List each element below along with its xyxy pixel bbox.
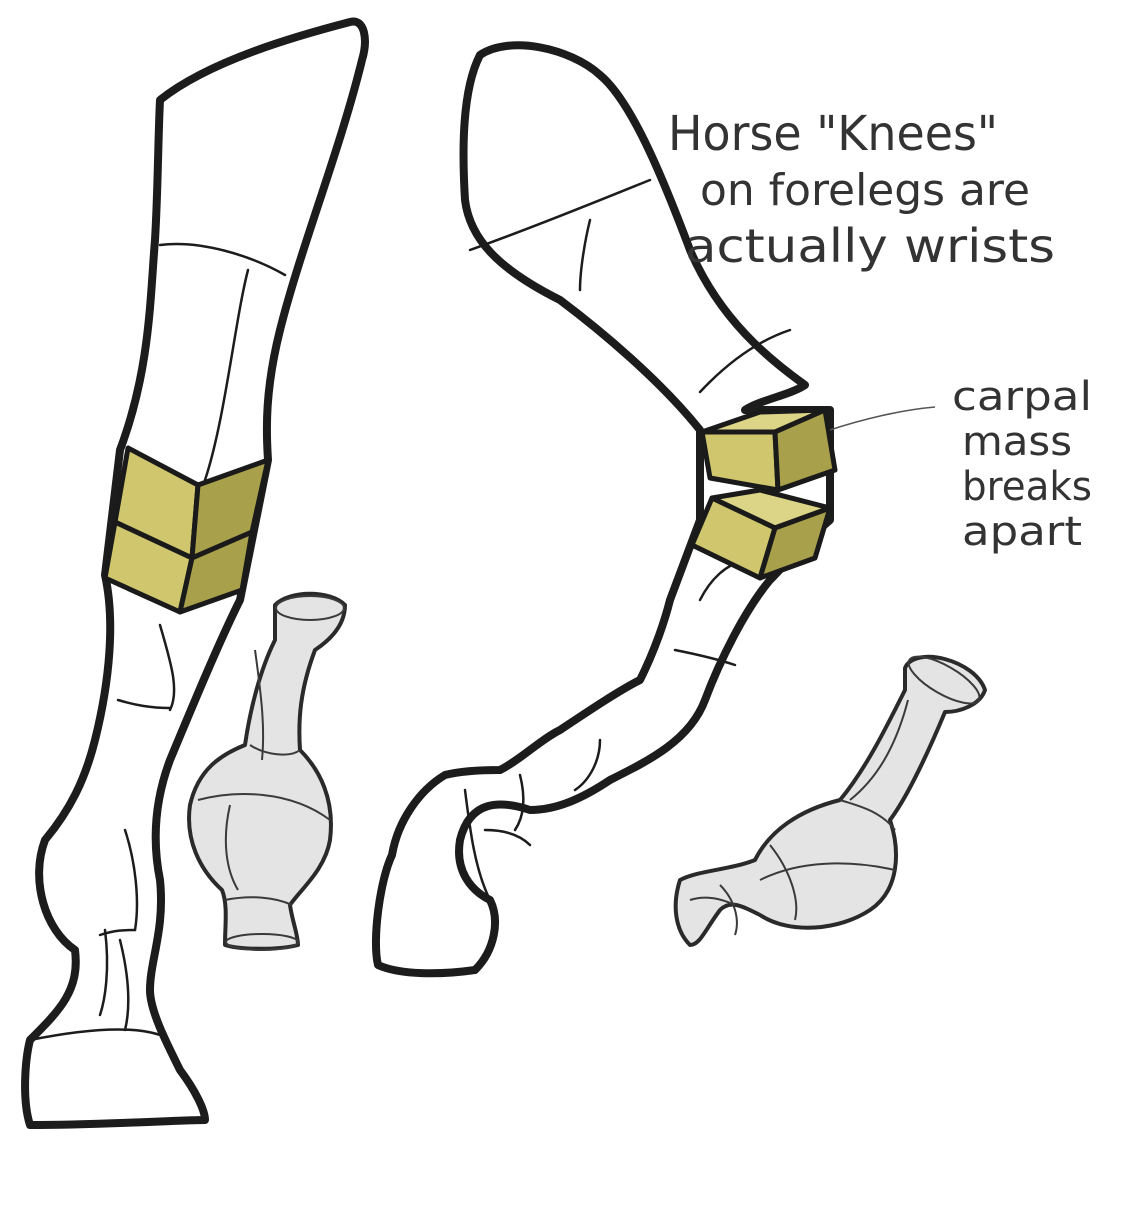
bent-leg-carpal-upper <box>699 407 838 493</box>
carpal-annotation: carpal mass breaks apart <box>952 374 1092 555</box>
bone-form-left <box>187 591 347 951</box>
note-line-3: breaks <box>962 464 1092 510</box>
title-annotation: Horse "Knees" on forelegs are actually w… <box>668 106 1055 273</box>
title-line-3: actually wrists <box>685 219 1055 273</box>
title-line-2: on forelegs are <box>700 165 1030 216</box>
straight-foreleg <box>21 17 369 1129</box>
note-line-1: carpal <box>952 374 1092 420</box>
bent-foreleg <box>372 41 838 978</box>
straight-leg-carpal-block <box>102 445 271 615</box>
bent-leg-carpal-lower <box>689 487 833 581</box>
title-line-1: Horse "Knees" <box>668 106 998 162</box>
note-line-4: apart <box>962 509 1082 555</box>
note-line-2: mass <box>962 419 1072 465</box>
bone-form-right <box>673 654 987 947</box>
carpal-leader-line <box>829 406 936 431</box>
